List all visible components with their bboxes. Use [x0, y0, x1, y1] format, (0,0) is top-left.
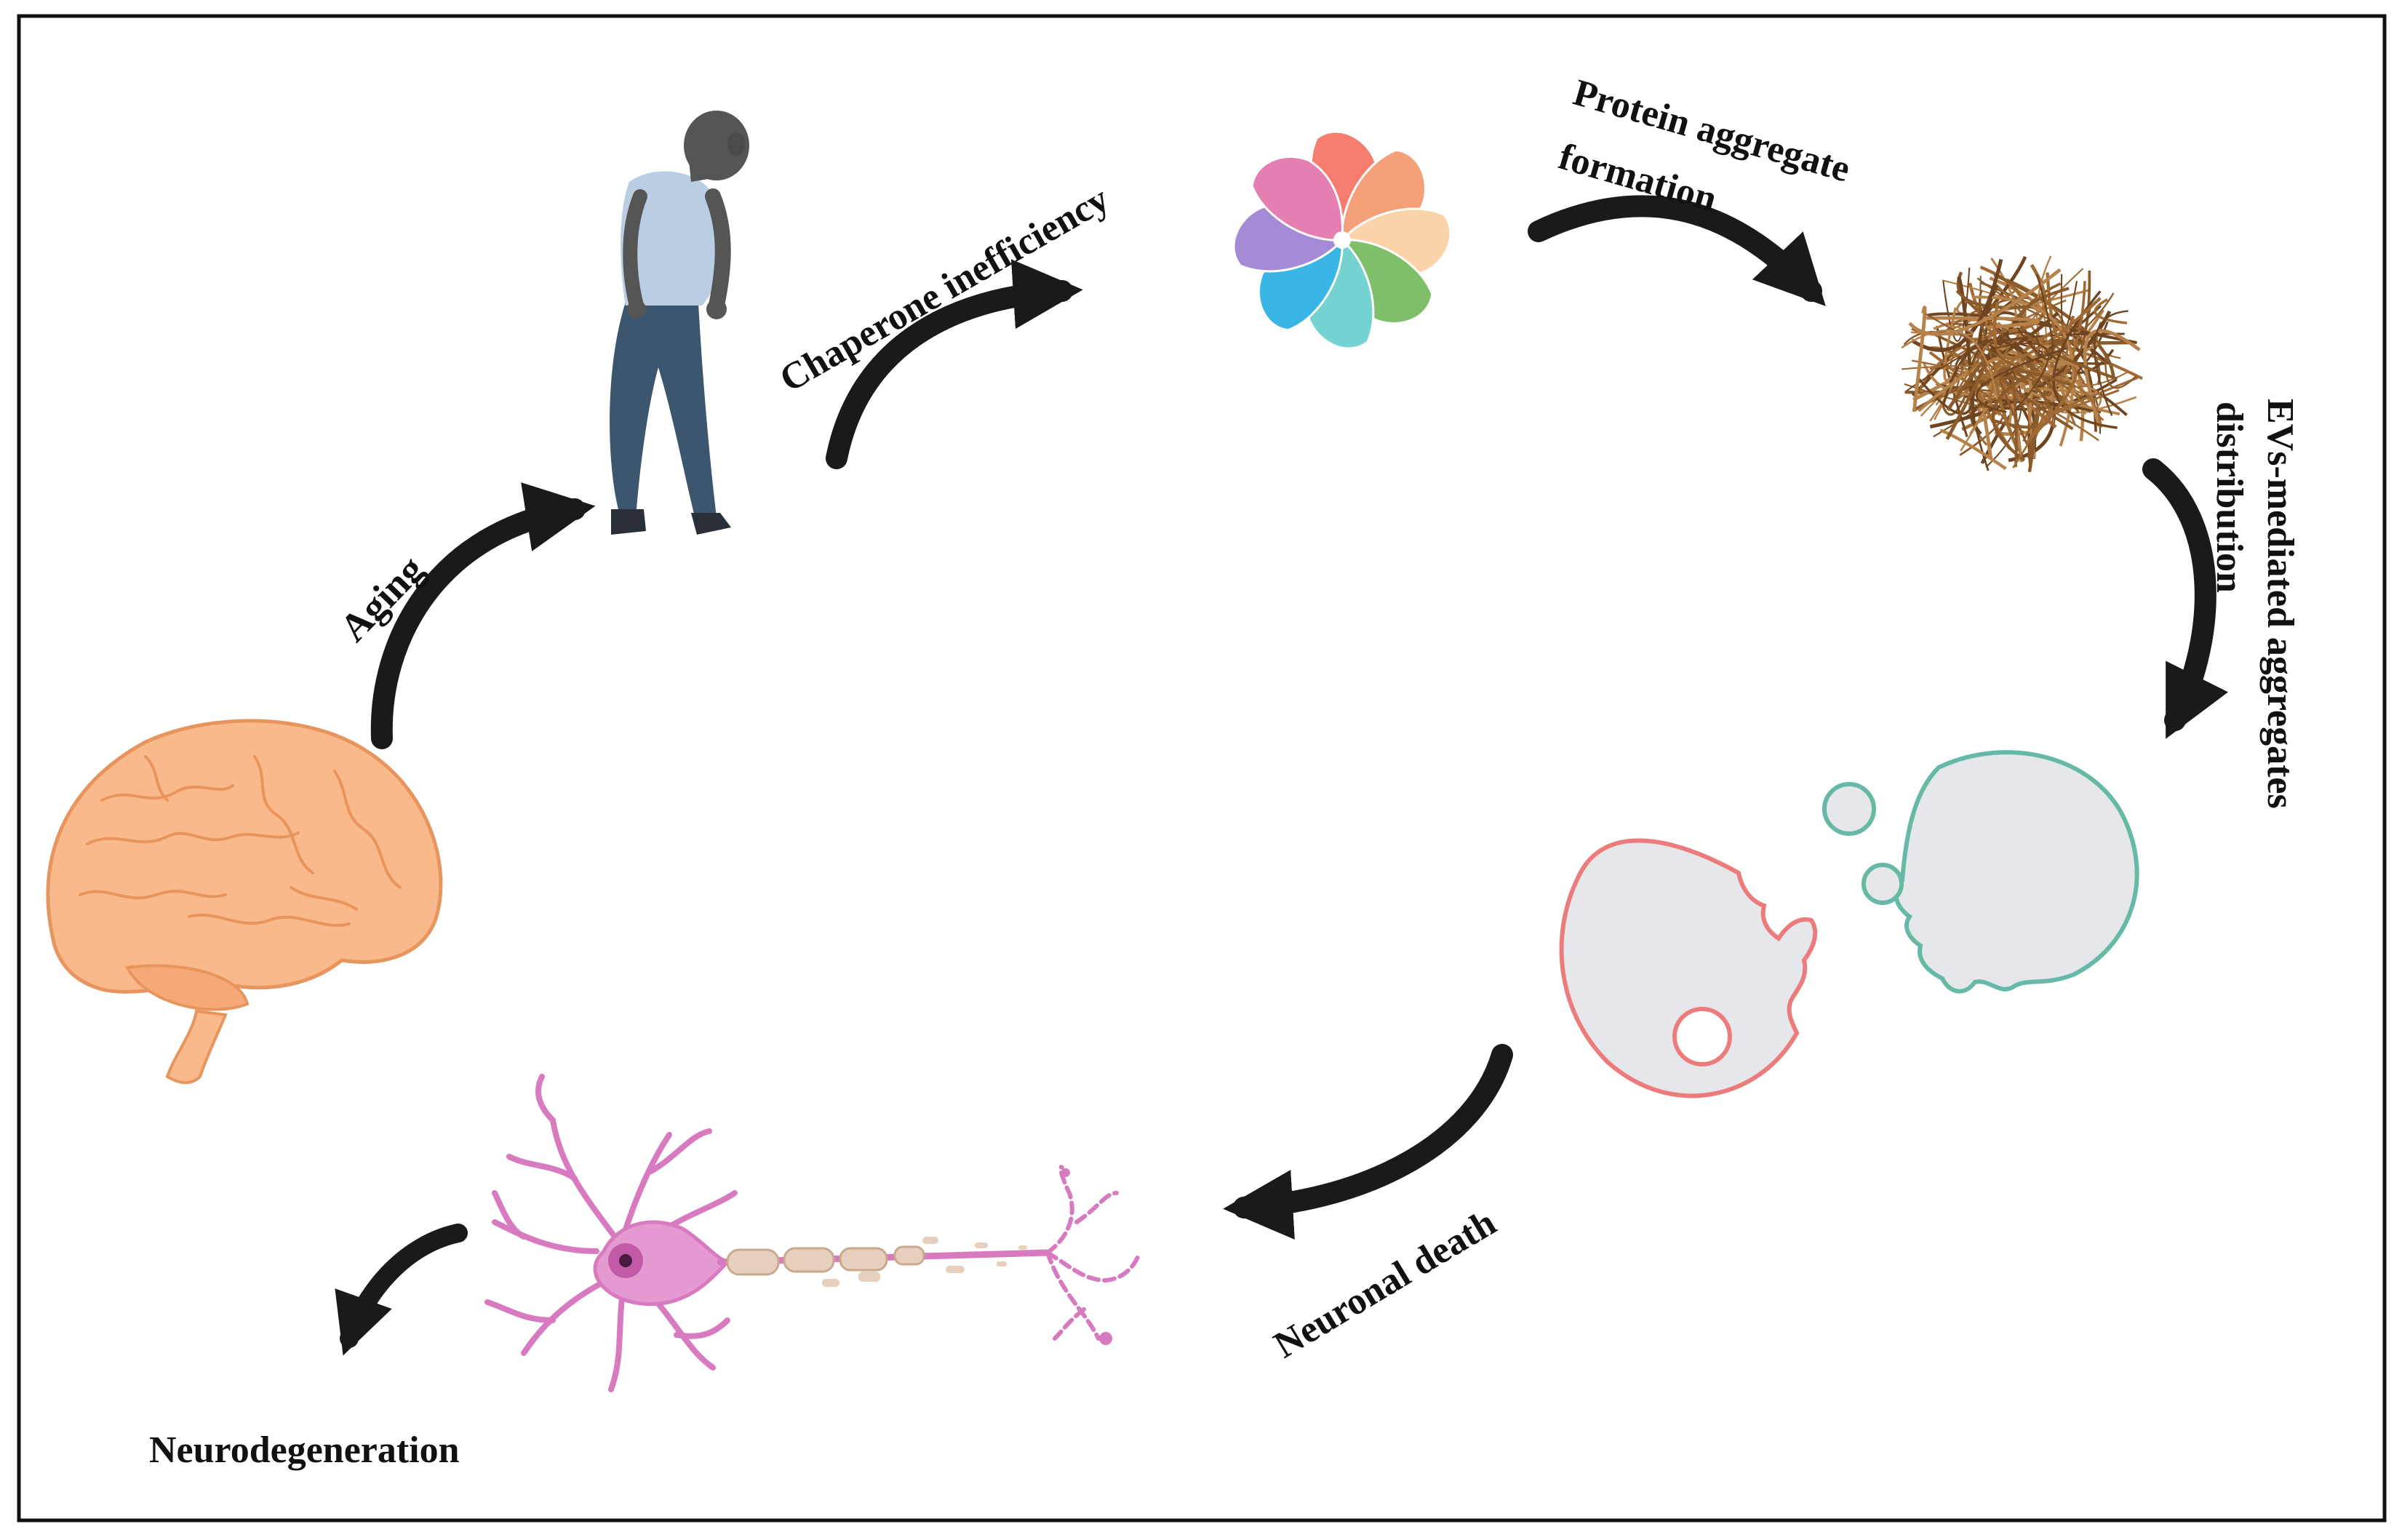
figure-border: [17, 14, 2387, 1523]
fibril-strand: [2049, 281, 2086, 394]
fibril-strand: [1910, 258, 2003, 352]
label-neurodegeneration: Neurodegeneration: [149, 1429, 460, 1471]
fibril-strand: [2027, 365, 2078, 442]
fibril-strand: [1993, 360, 2036, 452]
label-neuronal-death: Neuronal death: [1267, 1202, 1504, 1366]
fibril-strand: [2000, 362, 2006, 397]
fibril-strand: [1993, 273, 2115, 380]
fibril-strand: [2016, 274, 2054, 361]
myelin-debris: [822, 1237, 1027, 1287]
pinwheel-center: [1333, 231, 1351, 249]
fibril-strand: [1991, 370, 2035, 462]
fibril-strand: [1975, 347, 2068, 413]
fibril-strand: [1908, 268, 2062, 336]
fibril-strand: [1988, 324, 2064, 404]
fibril-strand: [1912, 359, 2099, 442]
fibril-strand: [2045, 376, 2139, 417]
elderly-person-icon: [610, 111, 749, 535]
fibril-strand: [1926, 316, 2040, 330]
fibril-strand: [2094, 298, 2128, 324]
extracellular-vesicle-icon: [1559, 750, 2139, 1098]
fibril-strand: [1902, 364, 2102, 428]
fibril-strand: [1939, 428, 2007, 471]
arrow-neuronal-death: [1223, 1044, 1513, 1240]
label-evs-line1: EVs-mediated aggregates: [2259, 399, 2301, 809]
arrow-evs: [2142, 458, 2228, 739]
brain-icon: [46, 719, 443, 1085]
fibril-strand: [1901, 330, 1998, 400]
arrow-aging: [370, 482, 596, 749]
pinwheel-petal: [1250, 156, 1344, 242]
neuron-icon: [484, 1074, 1141, 1392]
fibril-strand: [1976, 382, 1993, 460]
protein-aggregate-icon: [1901, 255, 2143, 473]
fibril-strand: [2104, 354, 2136, 389]
fibril-strand: [1945, 360, 1987, 440]
label-evs-line2: distribution: [2209, 402, 2250, 593]
fibril-strand: [2083, 329, 2141, 428]
fibril-strand: [1956, 288, 2091, 316]
fibril-strand: [1992, 297, 2102, 360]
fibril-strand: [2094, 310, 2128, 416]
fibril-strand: [2052, 290, 2118, 429]
fibril-strand: [1925, 313, 2043, 386]
fibril-strand: [1978, 290, 2029, 447]
arrow-neurodegeneration: [335, 1224, 468, 1356]
fibril-strand: [1954, 332, 2125, 375]
fibril-strand: [1995, 343, 2049, 411]
fibril-strand: [2059, 370, 2129, 388]
arrow-aggregate: [1528, 195, 1826, 306]
fibril-strand: [1942, 339, 2034, 405]
fibril-strand: [2024, 387, 2120, 416]
fibril-strand: [1912, 306, 1927, 412]
arrow-chaperone: [826, 259, 1083, 469]
fibril-strand: [1976, 277, 2086, 332]
chaperone-protein-icon: [1232, 130, 1452, 350]
fibril-strand: [2012, 418, 2044, 468]
